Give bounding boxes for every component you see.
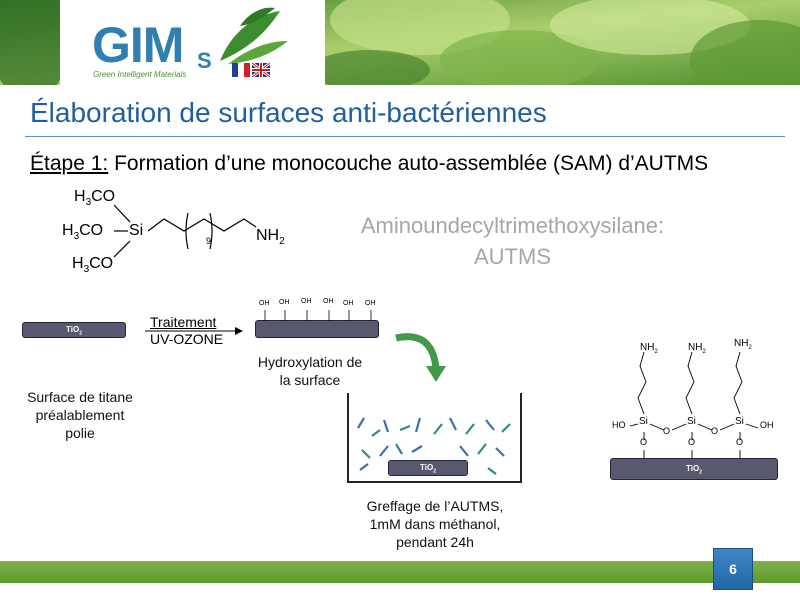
treatment-arrow-icon [145, 327, 243, 335]
header-banner: GIM S Green Intelligent Materials [0, 0, 800, 85]
oh-label-1: OH [259, 300, 270, 307]
formula-amine: NH2 [256, 227, 285, 248]
grafting-caption: Greffage de l’AUTMS, 1mM dans méthanol, … [366, 498, 504, 550]
oh-label-6: OH [365, 300, 376, 307]
formula-methoxy-1: H3CO [74, 188, 116, 209]
sam-anchor-oxygen-1: O [640, 437, 648, 447]
formula-methoxy-3: H3CO [72, 255, 114, 276]
sam-silicon-1: Si [639, 416, 648, 427]
autms-molecules-in-solution [357, 417, 511, 475]
sam-bridge-oxygen-2: O [711, 426, 719, 436]
molecule-name-line1: Aminoundecyltrimethoxysilane: [360, 213, 665, 238]
step-label: Étape 1: [30, 152, 109, 175]
formula-repeat-count: 9 [206, 236, 212, 246]
language-flags-icon[interactable] [232, 63, 270, 77]
hydroxyl-groups [264, 310, 372, 321]
oh-label-5: OH [343, 300, 354, 307]
sam-silicon-2: Si [687, 416, 696, 427]
sam-hydroxyl-right: OH [760, 420, 774, 430]
sam-silicon-3: Si [735, 416, 744, 427]
oh-label-3: OH [301, 298, 312, 305]
sam-amine-3: NH2 [734, 338, 752, 351]
molecule-name-line2: AUTMS [474, 244, 551, 269]
logo-subtitle: Green Intelligent Materials [93, 70, 187, 79]
step-text: Formation d’une monocouche auto-assemblé… [108, 152, 709, 175]
page-number: 6 [713, 548, 753, 590]
sam-bridge-oxygen-1: O [663, 426, 671, 436]
slide-title: Élaboration de surfaces anti-bactérienne… [30, 97, 547, 128]
tio2-slab-initial: TiO2 [22, 322, 126, 338]
process-curved-arrow-icon [395, 333, 446, 382]
sam-hydroxyl-left: HO [612, 420, 626, 430]
tio2-slab-in-beaker: TiO2 [388, 460, 468, 476]
sam-structure-bonds [629, 352, 759, 458]
sam-anchor-oxygen-2: O [688, 437, 696, 447]
logo-s: S [197, 48, 212, 73]
treatment-line1: Traitement [150, 314, 217, 330]
sam-anchor-oxygen-3: O [736, 437, 744, 447]
logo-wordmark: GIM [92, 17, 184, 73]
hydroxylation-caption: Hydroxylation de la surface [257, 354, 363, 388]
step-heading: Étape 1: Formation d’une monocouche auto… [30, 152, 708, 176]
footer-bar [0, 561, 800, 583]
treatment-line2: UV-OZONE [150, 331, 224, 347]
reaction-beaker [347, 393, 522, 483]
oh-label-2: OH [279, 299, 290, 306]
title-divider [25, 136, 785, 137]
formula-silicon: Si [129, 222, 144, 239]
tio2-slab-hydroxylated [255, 320, 379, 338]
formula-bonds [113, 204, 257, 258]
oh-label-4: OH [323, 298, 334, 305]
sam-amine-1: NH2 [640, 342, 658, 355]
treatment-label: Traitement UV-OZONE [150, 314, 223, 348]
leaf-logo-icon [220, 7, 288, 64]
tio2-slab-sam: TiO2 [610, 458, 778, 480]
surface-caption: Surface de titane préalablement polie [27, 389, 133, 441]
molecule-name: Aminoundecyltrimethoxysilane: AUTMS [330, 210, 695, 272]
formula-methoxy-2: H3CO [62, 222, 104, 243]
sam-amine-2: NH2 [688, 342, 706, 355]
